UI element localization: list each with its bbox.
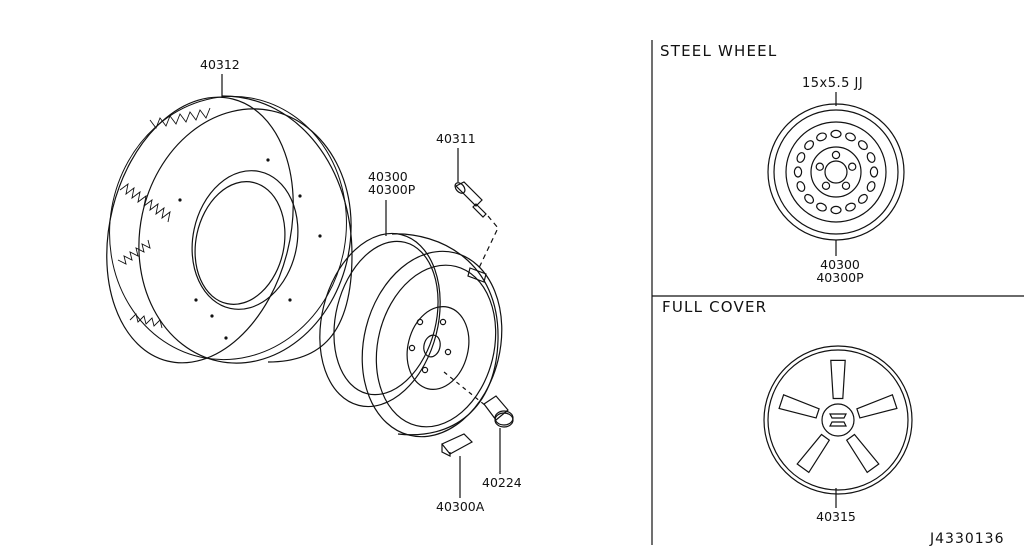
weight-part-number: 40300A bbox=[436, 499, 485, 514]
stud-hole bbox=[848, 162, 857, 171]
cover-spoke bbox=[796, 433, 831, 474]
vent-hole bbox=[857, 140, 868, 151]
full-cover-drawing bbox=[763, 345, 913, 495]
vent-hole bbox=[869, 166, 879, 178]
wheel-alt-part-number: 40300P bbox=[368, 182, 416, 197]
stud-hole bbox=[815, 162, 825, 171]
vent-hole bbox=[845, 132, 856, 142]
diagram-code: J4330136 bbox=[930, 531, 1005, 547]
vent-hole bbox=[830, 129, 842, 139]
wheel-drawing bbox=[319, 232, 503, 438]
wheel-part-number: 40300 bbox=[368, 169, 408, 184]
steel-wheel-part-number: 40300 bbox=[820, 257, 860, 272]
full-cover-part-number: 40315 bbox=[816, 509, 856, 524]
steel-wheel-vent-holes bbox=[793, 129, 879, 215]
full-cover-title: FULL COVER bbox=[662, 298, 768, 316]
vent-hole bbox=[816, 202, 827, 212]
valve-part-number: 40311 bbox=[436, 131, 476, 146]
tire-drawing bbox=[106, 95, 353, 364]
steel-wheel-stud-holes bbox=[815, 150, 857, 190]
cover-spoke bbox=[778, 394, 820, 419]
vent-hole bbox=[804, 193, 815, 204]
vent-hole bbox=[866, 152, 876, 163]
vent-hole bbox=[845, 202, 856, 212]
steel-wheel-size: 15x5.5 JJ bbox=[802, 76, 864, 91]
vent-hole bbox=[804, 140, 815, 151]
nut-dash-line bbox=[443, 371, 487, 407]
vent-hole bbox=[857, 193, 868, 204]
nut-drawing bbox=[483, 395, 514, 428]
valve-dash-line bbox=[477, 215, 499, 271]
weight-drawing bbox=[441, 433, 473, 457]
stud-hole bbox=[841, 181, 851, 190]
vent-hole bbox=[830, 205, 842, 215]
vent-hole bbox=[816, 132, 827, 142]
full-cover-spokes bbox=[778, 359, 898, 474]
cover-spoke bbox=[845, 433, 880, 474]
vent-hole bbox=[866, 181, 876, 192]
steel-wheel-title: STEEL WHEEL bbox=[660, 42, 778, 60]
vent-hole bbox=[793, 166, 803, 178]
cover-spoke bbox=[830, 359, 846, 400]
vent-hole bbox=[796, 181, 806, 192]
cover-spoke bbox=[856, 394, 898, 419]
stud-hole bbox=[821, 181, 831, 190]
steel-wheel-drawing bbox=[767, 103, 905, 241]
nut-part-number: 40224 bbox=[482, 475, 522, 490]
stud-hole bbox=[831, 150, 841, 160]
valve-drawing bbox=[454, 181, 487, 218]
vent-hole bbox=[796, 152, 806, 163]
tire-part-number: 40312 bbox=[200, 57, 240, 72]
steel-wheel-alt-part-number: 40300P bbox=[816, 270, 864, 285]
